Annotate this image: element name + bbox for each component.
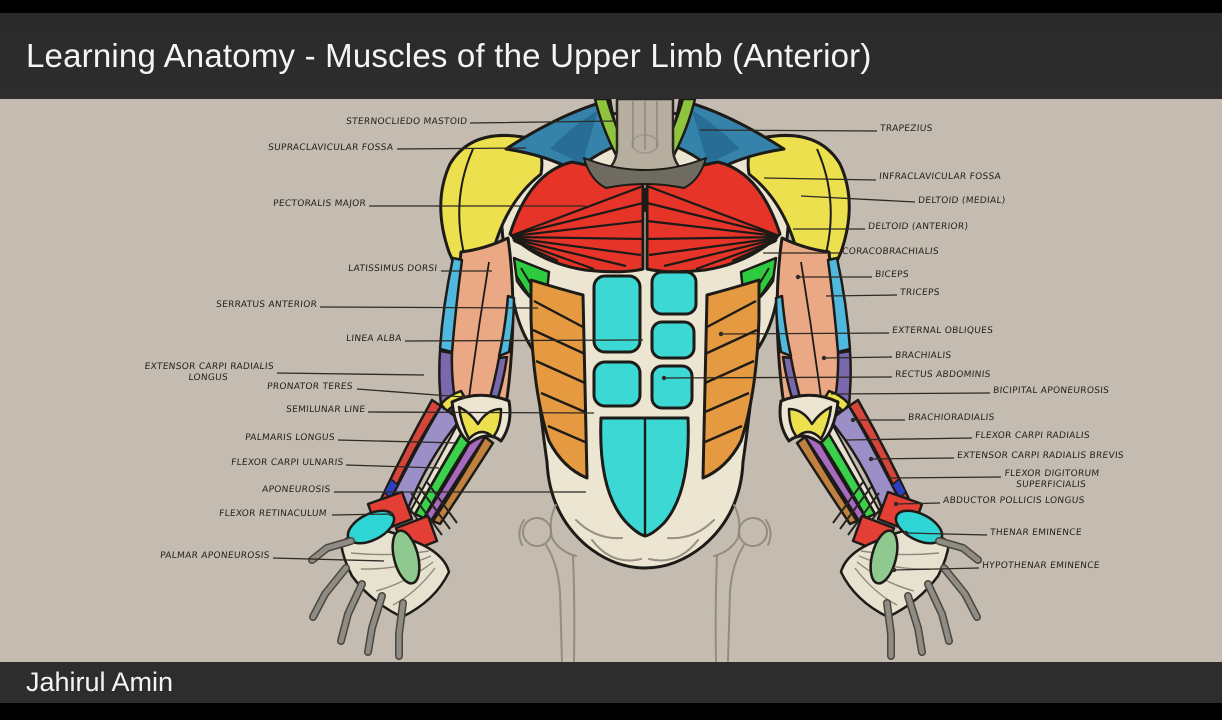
external-oblique-shape [529, 278, 589, 480]
label-semilunar-line: SEMILUNAR LINE [285, 405, 366, 415]
title-bar: Learning Anatomy - Muscles of the Upper … [0, 13, 1222, 99]
leader-dots [388, 274, 909, 573]
label-coracobrachialis: CORACOBRACHIALIS [841, 247, 940, 257]
label-aponeurosis: APONEUROSIS [261, 485, 331, 495]
leader-lines [272, 120, 1002, 573]
left-arm [308, 133, 544, 660]
rectus-abdominis [592, 270, 698, 538]
label-brachioradialis: BRACHIORADIALIS [907, 413, 996, 423]
label-thenar-eminence: THENAR EMINENCE [989, 528, 1083, 538]
label-bicipital-aponeurosis: BICIPITAL APONEUROSIS [992, 386, 1110, 396]
label-triceps: TRICEPS [899, 288, 941, 298]
label-supraclavicular-fossa: SUPRACLAVICULAR FOSSA [267, 143, 394, 153]
leader-lines-left [272, 120, 644, 562]
finger-bones [308, 537, 407, 660]
flexor-carpi-ulnaris-strip [431, 435, 495, 526]
author-credit: Jahirul Amin [26, 667, 174, 697]
label-extensor-carpi-radialis-longus: EXTENSOR CARPI RADIALIS LONGUS [143, 362, 274, 383]
label-abductor-pollicis-longus: ABDUCTOR POLLICIS LONGUS [942, 496, 1086, 506]
pelvis-skeleton-sketch [518, 504, 772, 662]
label-rectus-abdominis: RECTUS ABDOMINIS [894, 370, 992, 380]
label-flexor-retinaculum: FLEXOR RETINACULUM [218, 509, 328, 519]
label-palmar-aponeurosis: PALMAR APONEUROSIS [160, 551, 271, 561]
anatomy-figure [272, 99, 1002, 662]
label-flexor-carpi-radialis: FLEXOR CARPI RADIALIS [974, 431, 1091, 441]
leader-lines-right [663, 129, 1002, 571]
label-sternocleido-mastoid: STERNOCLIEDO MASTOID [345, 117, 468, 127]
label-pronator-teres: PRONATOR TERES [266, 382, 354, 392]
label-hypothenar-eminence: HYPOTHENAR EMINENCE [981, 561, 1101, 571]
label-infraclavicular-fossa: INFRACLAVICULAR FOSSA [878, 172, 1002, 182]
label-brachialis: BRACHIALIS [894, 351, 952, 361]
label-linea-alba: LINEA ALBA [345, 334, 403, 344]
label-deltoid-medial: DELTOID (MEDIAL) [917, 196, 1006, 206]
label-external-obliques: EXTERNAL OBLIQUES [891, 326, 994, 336]
label-flexor-carpi-ulnaris: FLEXOR CARPI ULNARIS [230, 458, 344, 468]
label-biceps: BICEPS [874, 270, 910, 280]
label-latissimus-dorsi: LATISSIMUS DORSI [347, 264, 438, 274]
label-trapezius: TRAPEZIUS [879, 124, 933, 134]
credit-bar: Jahirul Amin [0, 662, 1222, 703]
hypothenar-eminence-shape [391, 529, 421, 585]
neck [583, 99, 707, 212]
right-arm [748, 135, 978, 656]
label-flexor-digitorum-superficialis: FLEXOR DIGITORUM SUPERFICIALIS [1004, 469, 1100, 490]
label-serratus-anterior: SERRATUS ANTERIOR [215, 300, 318, 310]
video-title: Learning Anatomy - Muscles of the Upper … [26, 37, 872, 74]
label-palmaris-longus: PALMARIS LONGUS [244, 433, 336, 443]
collar-shadow [583, 157, 707, 189]
label-deltoid-anterior: DELTOID (ANTERIOR) [867, 222, 969, 232]
label-extensor-carpi-radialis-brevis: EXTENSOR CARPI RADIALIS BREVIS [956, 451, 1125, 461]
label-pectoralis-major: PECTORALIS MAJOR [272, 199, 367, 209]
pectoralis-major-shape [508, 160, 645, 274]
